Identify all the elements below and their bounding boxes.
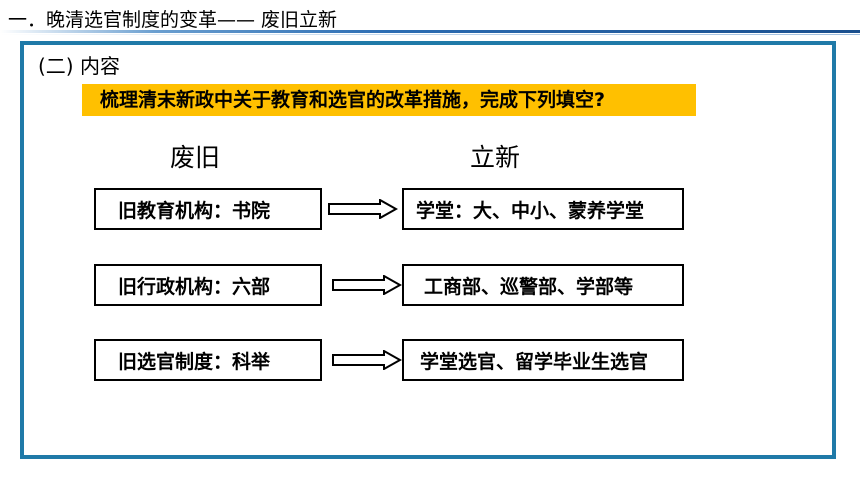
instruction-banner: 梳理清末新政中关于教育和选官的改革措施，完成下列填空?	[82, 84, 696, 116]
header-rule	[0, 30, 860, 33]
old-item-box: 旧行政机构：六部	[94, 264, 322, 306]
new-item-box: 学堂选官、留学毕业生选官	[402, 339, 684, 381]
double-arrow-right-icon	[332, 275, 402, 295]
column-heading-new: 立新	[470, 143, 521, 172]
old-item-box: 旧教育机构：书院	[94, 188, 322, 230]
column-heading-old: 废旧	[170, 143, 221, 172]
header-rule-thin	[0, 34, 860, 35]
old-item-box: 旧选官制度：科举	[94, 339, 322, 381]
double-arrow-right-icon	[328, 199, 398, 219]
section-label: (二) 内容	[38, 54, 120, 78]
double-arrow-right-icon	[332, 350, 402, 370]
header-title: 一．晚清选官制度的变革—— 废旧立新	[8, 9, 338, 31]
new-item-box: 工商部、巡警部、学部等	[402, 264, 684, 306]
content-frame	[20, 41, 836, 459]
new-item-box: 学堂：大、中小、蒙养学堂	[402, 188, 684, 230]
